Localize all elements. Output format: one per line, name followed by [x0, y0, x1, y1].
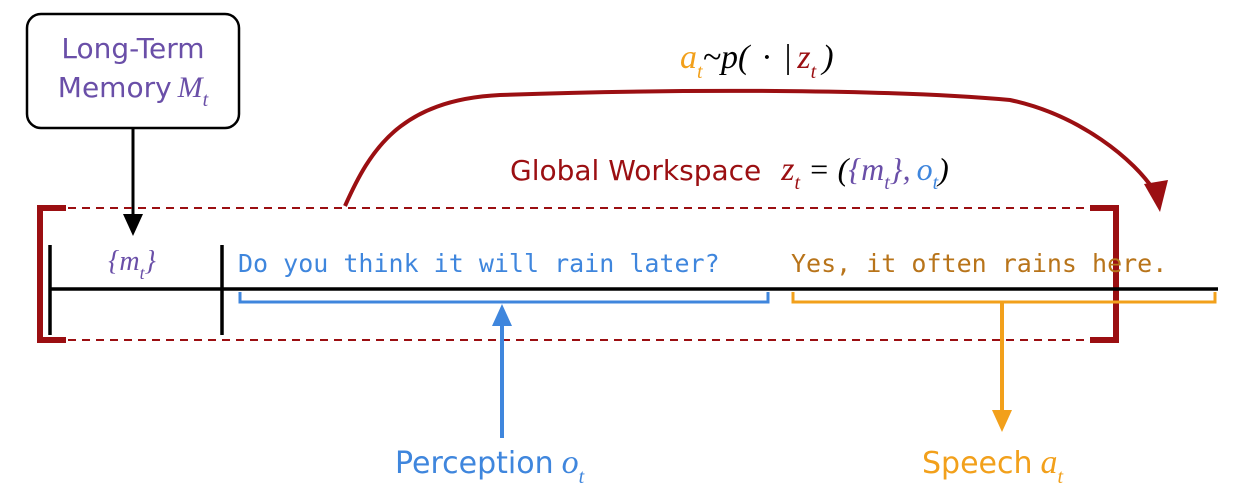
workspace-left-bracket [37, 205, 66, 343]
perception-text: Do you think it will rain later? [238, 249, 720, 278]
memory-box-line1: Long-Term [61, 32, 204, 65]
workspace-right-bracket [1090, 205, 1119, 343]
action-formula: at~p(·|zt) [680, 39, 834, 83]
speech-arrow [992, 303, 1012, 432]
perception-underline-bracket [238, 292, 770, 304]
memory-token: {mt} [108, 246, 156, 283]
memory-arrow [123, 128, 143, 236]
speech-underline-bracket [791, 292, 1217, 304]
action-curve-arrow [343, 88, 1168, 212]
perception-arrow [492, 304, 512, 438]
speech-text: Yes, it often rains here. [791, 249, 1167, 278]
